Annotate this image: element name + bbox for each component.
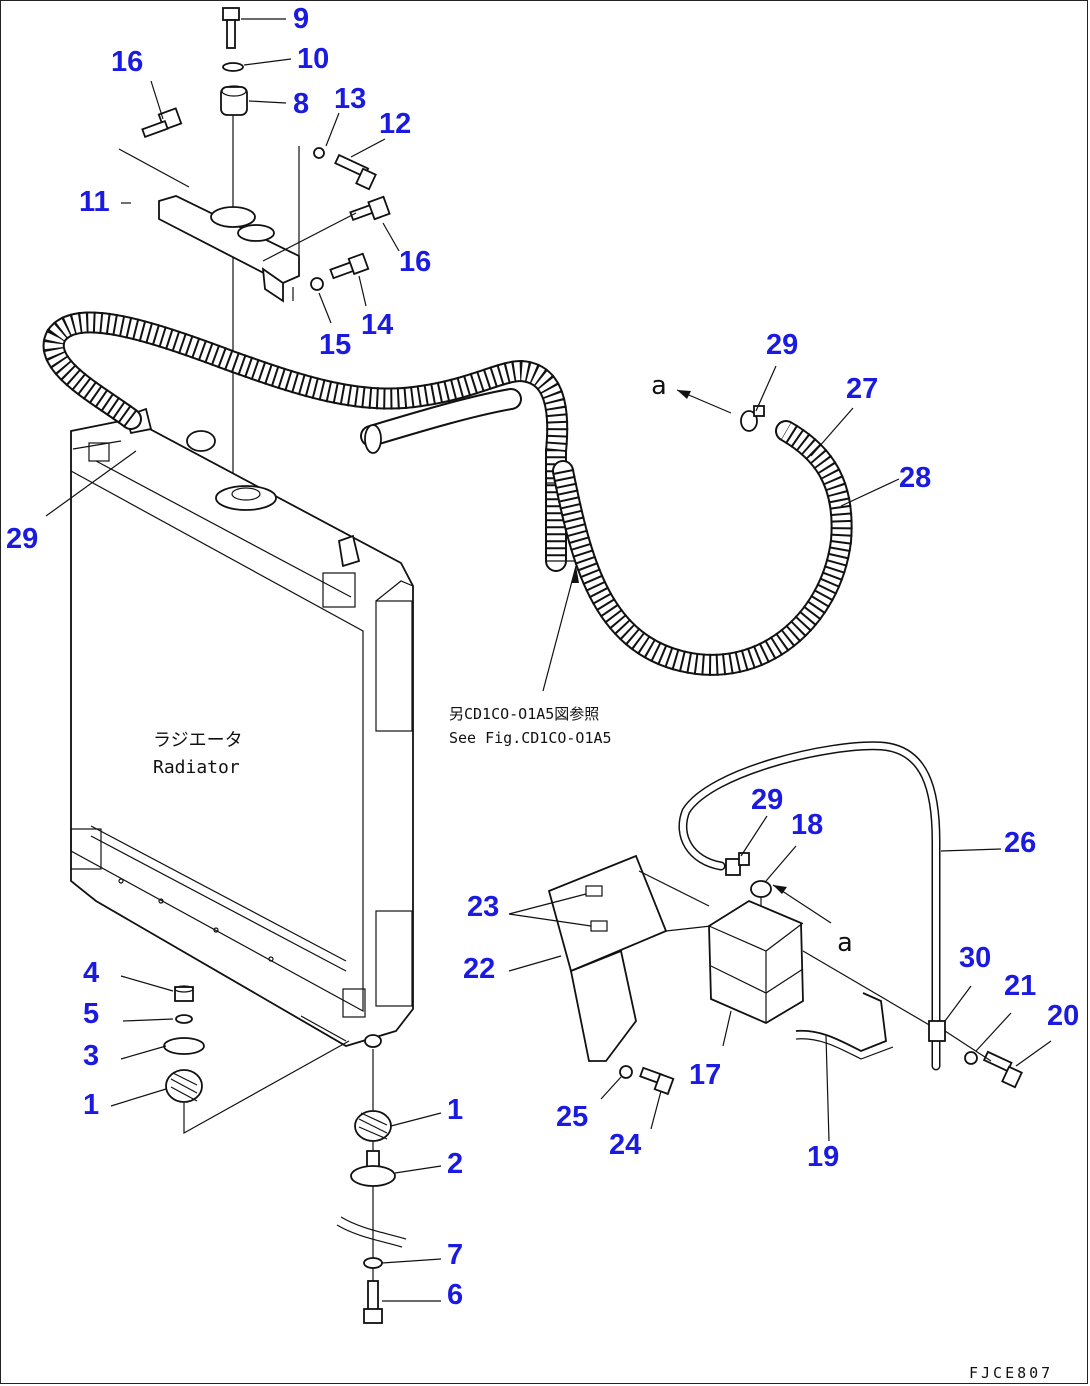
callout-1-bottom: 1	[447, 1094, 463, 1126]
callout-1-left: 1	[83, 1089, 99, 1121]
callout-3: 3	[83, 1040, 99, 1072]
washer-3	[163, 1037, 205, 1055]
callout-4: 4	[83, 957, 99, 989]
washer-5	[175, 1014, 193, 1024]
cushion-1-left	[165, 1069, 203, 1103]
ref-note-en: See Fig.CD1CO-O1A5	[449, 729, 612, 747]
callout-30: 30	[959, 942, 991, 974]
callout-9: 9	[293, 3, 309, 35]
bolt-16-right	[349, 195, 391, 222]
callout-5: 5	[83, 998, 99, 1030]
callout-10: 10	[297, 43, 329, 75]
callout-7: 7	[447, 1239, 463, 1271]
clip-29-top-right	[740, 405, 765, 432]
cushion-1-bottom	[354, 1110, 392, 1142]
clip-29-tank	[725, 852, 750, 876]
bolt-9	[222, 7, 240, 49]
clamp-30	[928, 1020, 946, 1042]
callout-18: 18	[791, 809, 823, 841]
radiator-label-jp: ラジエータ	[153, 730, 243, 751]
bolt-20	[982, 1050, 1023, 1089]
callout-22: 22	[463, 953, 495, 985]
washer-13	[313, 147, 325, 159]
cushion-8	[220, 85, 248, 116]
callout-21: 21	[1004, 970, 1036, 1002]
callout-27: 27	[846, 373, 878, 405]
callout-24: 24	[609, 1129, 641, 1161]
break-line	[340, 1216, 407, 1240]
washer-25	[619, 1065, 633, 1079]
ref-note-jp: 另CD1CO-O1A5図参照	[449, 705, 599, 723]
callout-8: 8	[293, 88, 309, 120]
nut-4	[174, 985, 194, 1002]
overflow-tube-26	[678, 741, 941, 1071]
arrow-label-a-top: a	[651, 371, 667, 401]
callout-20: 20	[1047, 1000, 1079, 1032]
callout-12: 12	[379, 108, 411, 140]
callout-28: 28	[899, 462, 931, 494]
bracket-11	[158, 146, 300, 303]
callout-16-top: 16	[111, 46, 143, 78]
mount-2	[350, 1150, 396, 1187]
washer-10	[222, 62, 244, 72]
bolt-12	[334, 153, 377, 191]
callout-19: 19	[807, 1141, 839, 1173]
callout-15: 15	[319, 329, 351, 361]
washer-21	[964, 1051, 978, 1065]
washer-7	[363, 1257, 383, 1269]
leader-bracket	[118, 148, 190, 188]
bolt-24	[639, 1066, 675, 1096]
callout-2: 2	[447, 1148, 463, 1180]
drawing-code: FJCE807	[969, 1364, 1053, 1382]
arrow-label-a-tank: a	[837, 928, 853, 958]
radiator-label-en: Radiator	[153, 757, 240, 778]
callout-13: 13	[334, 83, 366, 115]
callout-11: 11	[79, 186, 110, 218]
bracket-22	[547, 854, 712, 1062]
callout-25: 25	[556, 1101, 588, 1133]
bolt-6	[363, 1280, 383, 1324]
callout-29-left: 29	[6, 523, 38, 555]
ref-arrow	[542, 565, 577, 692]
callout-17: 17	[689, 1059, 721, 1091]
bolt-16-top	[141, 107, 183, 139]
callout-14: 14	[361, 309, 393, 341]
tank-17	[708, 899, 804, 1025]
callout-29-top-right: 29	[766, 329, 798, 361]
band-19	[795, 992, 894, 1060]
leader-lines	[45, 18, 1052, 1302]
leader-16b	[262, 212, 357, 262]
bolt-14	[329, 252, 370, 280]
washer-15	[310, 277, 324, 291]
radiator	[70, 407, 414, 1048]
callout-16-right: 16	[399, 246, 431, 278]
callout-26: 26	[1004, 827, 1036, 859]
callout-6: 6	[447, 1279, 463, 1311]
callout-29-tank: 29	[751, 784, 783, 816]
callout-23: 23	[467, 891, 499, 923]
